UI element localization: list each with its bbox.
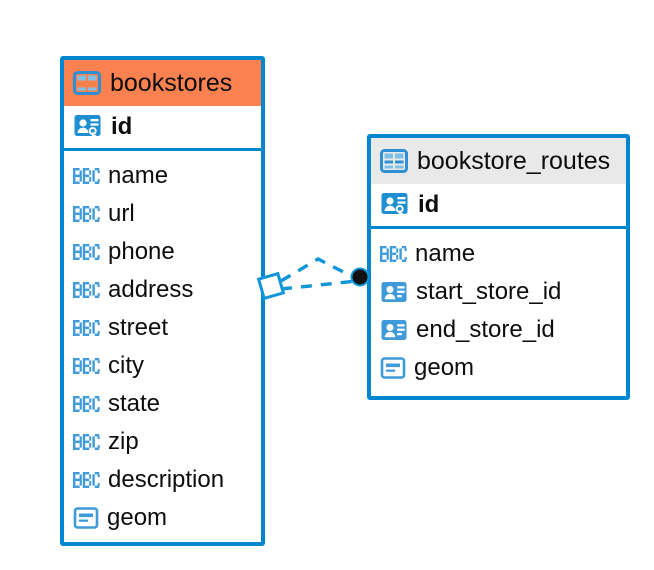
field-row-name[interactable]: name (371, 235, 626, 273)
field-row-address[interactable]: address (64, 271, 261, 309)
foreign-key-icon (380, 316, 408, 344)
field-label: city (108, 352, 144, 379)
entity-header-bookstores[interactable]: bookstores (64, 60, 261, 106)
field-label: geom (414, 354, 475, 381)
foreign-key-icon (380, 278, 408, 306)
entity-title-bookstores: bookstores (110, 68, 233, 97)
field-row-start-store-id[interactable]: start_store_id (371, 273, 626, 311)
field-label: start_store_id (416, 278, 562, 305)
field-label: phone (108, 238, 175, 265)
relationship-line-lower (280, 279, 358, 291)
field-row-url[interactable]: url (64, 195, 261, 233)
field-row-city[interactable]: city (64, 347, 261, 385)
field-row-state[interactable]: state (64, 385, 261, 423)
abc-text-icon (73, 472, 100, 488)
table-icon (73, 69, 101, 97)
field-label: geom (107, 504, 168, 531)
field-row-description[interactable]: description (64, 461, 261, 499)
entity-table-bookstore-routes[interactable]: bookstore_routes id (367, 134, 630, 400)
field-label: street (108, 314, 169, 341)
field-label: zip (108, 428, 139, 455)
entity-title-bookstore-routes: bookstore_routes (417, 146, 611, 175)
primary-key-label-bookstores: id (111, 113, 133, 140)
field-label: address (108, 276, 194, 303)
abc-text-icon (73, 244, 100, 260)
field-row-name[interactable]: name (64, 157, 261, 195)
abc-text-icon (73, 168, 100, 184)
abc-text-icon (380, 246, 407, 262)
field-row-geom[interactable]: geom (64, 499, 261, 537)
field-label: state (108, 390, 161, 417)
field-label: description (108, 466, 225, 493)
primary-key-row-bookstores[interactable]: id (64, 106, 261, 151)
field-label: end_store_id (416, 316, 555, 343)
primary-key-row-bookstore-routes[interactable]: id (371, 184, 626, 229)
field-label: name (415, 240, 476, 267)
field-list-bookstores: name (64, 151, 261, 544)
geometry-icon (73, 505, 99, 531)
field-row-street[interactable]: street (64, 309, 261, 347)
field-label: url (108, 200, 135, 227)
primary-key-icon (380, 190, 410, 220)
geometry-icon (380, 355, 406, 381)
field-row-geom[interactable]: geom (371, 349, 626, 387)
field-list-bookstore-routes: name start_store_id (371, 229, 626, 394)
abc-text-icon (73, 358, 100, 374)
relationship-line-upper (280, 257, 358, 283)
field-row-phone[interactable]: phone (64, 233, 261, 271)
abc-text-icon (73, 206, 100, 222)
table-icon (380, 147, 408, 175)
primary-key-label-bookstore-routes: id (418, 191, 440, 218)
abc-text-icon (73, 434, 100, 450)
abc-text-icon (73, 396, 100, 412)
entity-table-bookstores[interactable]: bookstores id (60, 56, 265, 546)
field-row-zip[interactable]: zip (64, 423, 261, 461)
primary-key-icon (73, 112, 103, 142)
field-label: name (108, 162, 169, 189)
field-row-end-store-id[interactable]: end_store_id (371, 311, 626, 349)
entity-header-bookstore-routes[interactable]: bookstore_routes (371, 138, 626, 184)
abc-text-icon (73, 282, 100, 298)
abc-text-icon (73, 320, 100, 336)
